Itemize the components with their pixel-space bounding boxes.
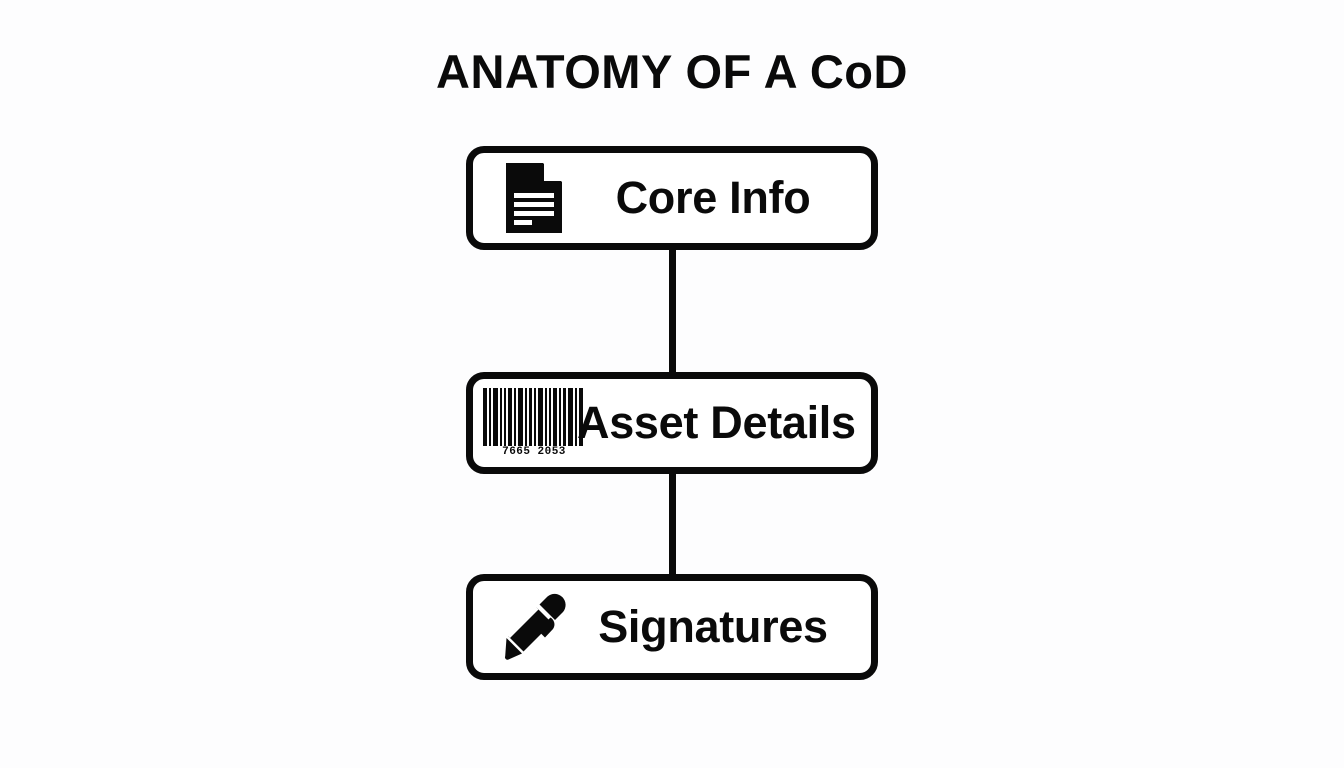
node-asset-details[interactable]: 7665 2053 Asset Details (466, 372, 878, 474)
barcode-icon: 7665 2053 (483, 384, 583, 462)
connector-asset-to-signatures (669, 470, 676, 578)
node-signatures[interactable]: Signatures (466, 574, 878, 680)
barcode-bars (483, 388, 585, 446)
connector-core-to-asset (669, 246, 676, 376)
node-label-signatures: Signatures (598, 601, 828, 652)
barcode-icon-wrap: 7665 2053 (483, 384, 583, 462)
barcode-digits-right: 2053 (537, 446, 566, 458)
barcode-digits: 7665 2053 (502, 447, 566, 458)
node-label-asset-details: Asset Details (577, 397, 856, 448)
pen-icon-wrap (491, 593, 577, 661)
node-core-info[interactable]: Core Info (466, 146, 878, 250)
barcode-digits-left: 7665 (502, 446, 531, 458)
node-label-core-info: Core Info (615, 172, 811, 223)
pen-icon (504, 593, 566, 660)
page-title: ANATOMY OF A CoD (436, 45, 908, 98)
document-icon (506, 163, 562, 233)
document-icon-wrap (491, 163, 577, 233)
